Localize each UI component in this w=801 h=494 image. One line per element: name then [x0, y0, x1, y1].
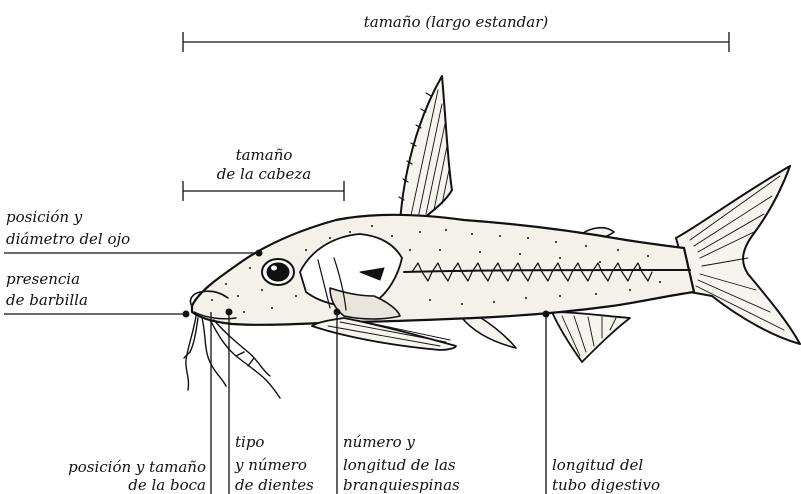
label-size: tamaño (largo estandar) — [364, 13, 549, 31]
dorsal-fin — [400, 76, 452, 228]
label-eye-1: posición y — [6, 208, 83, 226]
label-gut-2: tubo digestivo — [552, 476, 660, 494]
label-teeth-3: de dientes — [235, 476, 314, 494]
label-teeth-1: tipo — [235, 433, 264, 451]
label-mouth-1: posición y tamaño — [68, 458, 206, 476]
label-gill-rakers-2: longitud de las — [343, 456, 456, 474]
label-head-size-1: tamaño — [236, 146, 293, 164]
label-head-size-2: de la cabeza — [217, 165, 311, 183]
label-barbel-1: presencia — [6, 270, 80, 288]
head-length-bar — [183, 181, 344, 201]
label-gut-1: longitud del — [552, 456, 643, 474]
caudal-fin — [676, 166, 800, 344]
label-gill-rakers-3: branquiespinas — [343, 476, 460, 494]
label-eye-2: diámetro del ojo — [6, 230, 130, 248]
label-gill-rakers-1: número y — [343, 433, 415, 451]
label-mouth-2: de la boca — [128, 476, 206, 494]
standard-length-bar — [183, 32, 729, 52]
barbels — [184, 316, 280, 398]
eye — [262, 259, 294, 285]
pelvic-fin — [462, 316, 516, 348]
catfish-illustration — [184, 76, 800, 398]
label-teeth-2: y número — [234, 456, 307, 474]
label-barbel-2: de barbilla — [6, 291, 88, 309]
